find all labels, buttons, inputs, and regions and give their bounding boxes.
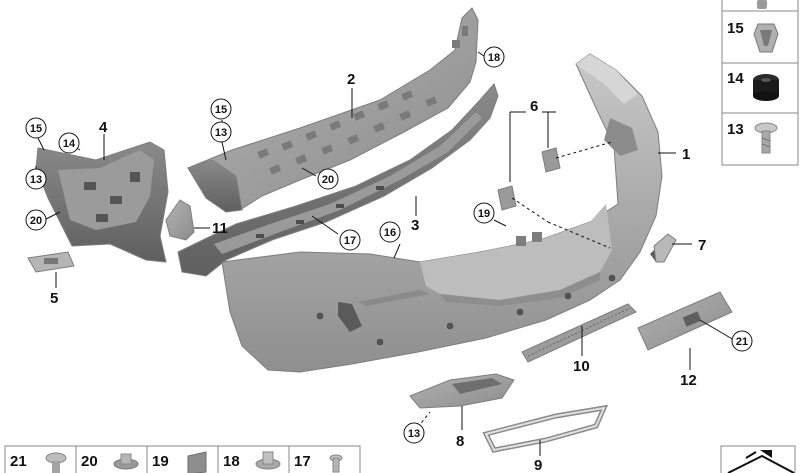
bottom-label-21: 21 — [10, 453, 27, 470]
bottom-label-20: 20 — [81, 453, 98, 470]
upper-carrier-part — [187, 7, 479, 213]
panel-label-15: 15 — [727, 20, 744, 37]
callout-3: 3 — [411, 217, 419, 234]
fastener-side-panel: 15 14 13 — [721, 0, 799, 166]
trim-strip-part — [521, 303, 637, 363]
plastic-rivet-icon — [329, 454, 343, 473]
callout-2: 2 — [347, 71, 355, 88]
svg-text:20: 20 — [30, 215, 42, 227]
chrome-ring-part — [482, 404, 609, 453]
callout-9: 9 — [534, 457, 542, 473]
callout-8: 8 — [456, 433, 464, 450]
spreader-clip-icon — [113, 453, 139, 470]
svg-text:20: 20 — [322, 174, 334, 186]
circled-callout-18: 18 — [483, 46, 505, 68]
panel-label-14: 14 — [727, 70, 744, 87]
callout-7: 7 — [698, 237, 706, 254]
callout-1: 1 — [682, 146, 690, 163]
bumper-trim-panel-part — [221, 53, 664, 373]
svg-text:13: 13 — [30, 174, 42, 186]
screw-icon — [754, 122, 778, 154]
clip-nut-icon — [753, 23, 779, 53]
lower-carrier-part — [177, 83, 499, 277]
push-clip-icon — [187, 451, 207, 473]
callout-6: 6 — [530, 98, 538, 115]
callout-4: 4 — [99, 119, 108, 136]
circled-callout-17: 17 — [339, 229, 361, 251]
svg-text:19: 19 — [478, 208, 490, 220]
expansion-nut-icon — [255, 451, 281, 470]
callout-10: 10 — [573, 358, 590, 375]
fastener-bottom-panel: 21 20 19 18 17 — [4, 445, 361, 473]
circled-callout-19: 19 — [473, 202, 495, 224]
circled-callout-14: 14 — [58, 132, 80, 154]
small-cover-part — [653, 233, 677, 263]
clip-plate-part — [27, 251, 75, 273]
circled-callout-16: 16 — [379, 221, 401, 243]
callout-12: 12 — [680, 372, 697, 389]
panel-label-13: 13 — [727, 121, 744, 138]
plate-frame-part — [637, 291, 733, 351]
circled-callout-21: 21 — [731, 330, 753, 352]
svg-text:13: 13 — [408, 428, 420, 440]
callout-11: 11 — [212, 220, 228, 237]
rubber-grommet-icon — [753, 74, 779, 101]
svg-text:18: 18 — [488, 52, 500, 64]
circled-callout-20-right: 20 — [317, 168, 339, 190]
svg-text:16: 16 — [384, 227, 396, 239]
circled-callout-13-bottom: 13 — [403, 422, 425, 444]
svg-text:15: 15 — [30, 123, 42, 135]
svg-text:17: 17 — [344, 235, 356, 247]
circled-callout-15-right: 15 — [210, 98, 232, 120]
circled-callout-13-left: 13 — [25, 168, 47, 190]
circled-callout-13-right: 13 — [210, 121, 232, 143]
left-bracket-part — [35, 141, 169, 263]
svg-text:13: 13 — [215, 127, 227, 139]
svg-text:21: 21 — [736, 336, 748, 348]
svg-text:14: 14 — [63, 138, 76, 150]
mount-brackets-part — [497, 147, 561, 211]
rivet-icon — [45, 452, 67, 473]
bottom-label-17: 17 — [294, 453, 311, 470]
navigation-arrow-icon[interactable] — [720, 445, 796, 473]
bottom-label-18: 18 — [223, 453, 240, 470]
circled-callout-15-left: 15 — [25, 117, 47, 139]
callout-5: 5 — [50, 290, 58, 307]
bottom-label-19: 19 — [152, 453, 169, 470]
circled-callout-20-left: 20 — [25, 209, 47, 231]
small-bracket-part — [165, 199, 195, 241]
exhaust-trim-part — [409, 373, 515, 409]
svg-text:15: 15 — [215, 104, 227, 116]
